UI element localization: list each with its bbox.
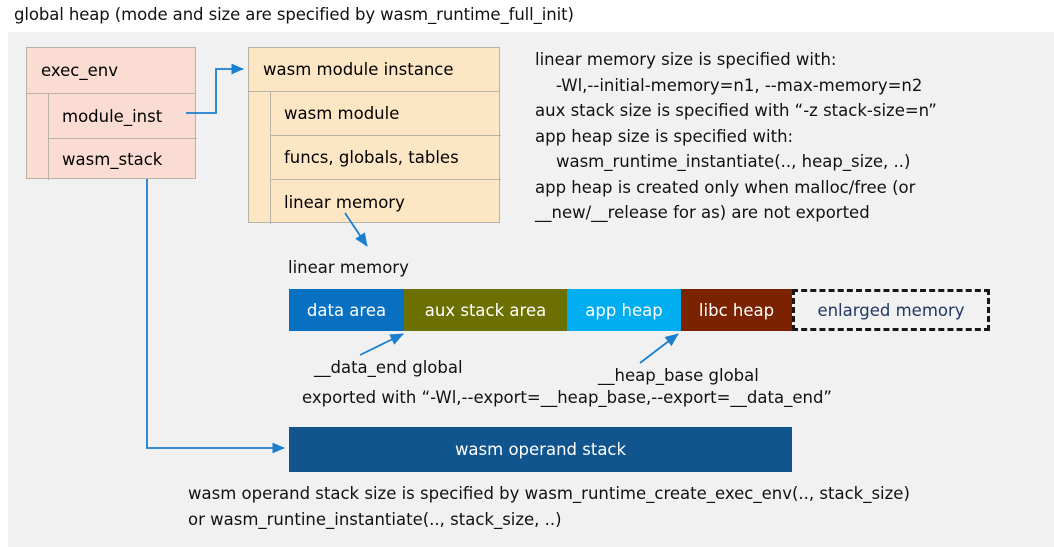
callout-exported-with: exported with “-Wl,--export=__heap_base,…	[302, 388, 832, 407]
linear-memory-bar-label: linear memory	[288, 258, 409, 277]
exec-env-gutter	[27, 94, 49, 180]
wasm-module-instance-row-wasm-module: wasm module	[271, 92, 501, 136]
memory-segment-aux-stack-area: aux stack area	[404, 289, 567, 331]
exec-env-box: exec_env module_inst wasm_stack	[26, 47, 197, 180]
callout-data-end: __data_end global	[314, 358, 463, 377]
wasm-module-instance-header: wasm module instance	[249, 48, 499, 92]
exec-env-header: exec_env	[27, 48, 195, 94]
memory-segment-libc-heap: libc heap	[681, 289, 792, 331]
wasm-module-instance-gutter	[249, 92, 271, 224]
memory-segment-app-heap: app heap	[567, 289, 681, 331]
page-title: global heap (mode and size are specified…	[14, 5, 574, 24]
wasm-module-instance-box: wasm module instance wasm module funcs, …	[248, 47, 501, 224]
diagram-panel: exec_env module_inst wasm_stack wasm mod…	[8, 32, 1054, 547]
exec-env-row-wasm-stack: wasm_stack	[62, 150, 163, 169]
wasm-module-instance-row-linear-memory: linear memory	[284, 192, 405, 212]
wasm-module-instance-row-funcs-globals-tables: funcs, globals, tables	[271, 136, 501, 180]
wasm-operand-stack-box: wasm operand stack	[289, 427, 792, 472]
operand-stack-notes: wasm operand stack size is specified by …	[188, 484, 910, 529]
exec-env-row-module-inst: module_inst	[49, 94, 197, 139]
memory-segment-enlarged-memory: enlarged memory	[792, 289, 990, 331]
callout-heap-base: __heap_base global	[598, 366, 759, 385]
linear-memory-notes: linear memory size is specified with: -W…	[535, 50, 937, 222]
memory-segment-data-area: data area	[289, 289, 404, 331]
